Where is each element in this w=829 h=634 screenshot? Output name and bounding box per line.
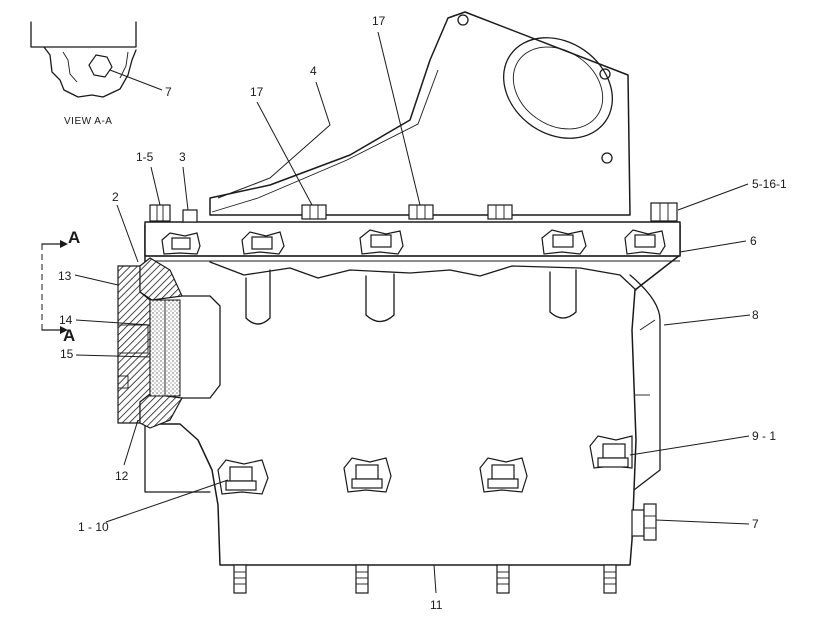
view-a-a-detail: [30, 21, 163, 98]
view-a-a-label: VIEW A-A: [64, 116, 112, 127]
callout-17-left: 17: [250, 85, 264, 99]
section-arrows: [41, 240, 68, 334]
callout-12: 12: [115, 469, 129, 483]
flange-hole: [599, 68, 611, 80]
top-flange: [144, 221, 681, 257]
arrow-head-top: [60, 240, 68, 248]
view-bolt-head: [88, 54, 113, 78]
callout-4: 4: [310, 64, 317, 78]
callout-3: 3: [179, 150, 186, 164]
runner: [549, 269, 577, 319]
stud: [496, 564, 510, 594]
callout-2: 2: [112, 190, 119, 204]
leader-lines: [74, 31, 751, 594]
runner: [365, 273, 395, 323]
callout-labels: 7 VIEW A-A 4 17 17 1-5 3 5-16-1 2 6 A 13…: [58, 14, 787, 612]
bolt-9-1: [589, 435, 633, 469]
exhaust-outlet: [209, 11, 631, 216]
callout-8: 8: [752, 308, 759, 322]
stud: [355, 564, 369, 594]
bolt-17-b: [408, 204, 434, 220]
arrow-head-bottom: [60, 326, 68, 334]
lower-bolt-b: [343, 457, 392, 493]
section-arrow-label-bottom: A: [63, 326, 75, 345]
callout-7-view: 7: [165, 85, 172, 99]
callout-6: 6: [750, 234, 757, 248]
bolt-17-a: [301, 204, 327, 220]
top-bolts: [149, 202, 678, 223]
bolt-top-c: [487, 204, 513, 220]
runner: [245, 269, 271, 325]
callout-1-5: 1-5: [136, 150, 154, 164]
lower-bolt-c: [479, 457, 528, 493]
callout-11: 11: [430, 598, 443, 612]
bolt-5-16-1: [650, 202, 678, 222]
flange-hole: [601, 152, 613, 164]
section-arrow-label-top: A: [68, 228, 80, 247]
callout-7: 7: [752, 517, 759, 531]
bolt-1-10: [217, 459, 269, 495]
callout-15: 15: [60, 347, 74, 361]
callout-9-1: 9 - 1: [752, 429, 776, 443]
callout-1-10: 1 - 10: [78, 520, 109, 534]
flange-hole: [457, 14, 469, 26]
callout-14: 14: [59, 313, 73, 327]
stud: [233, 564, 247, 594]
section-view: [117, 257, 221, 429]
manifold-body: [144, 221, 681, 566]
outlet-port: [503, 37, 613, 139]
studs-11: [233, 564, 617, 594]
callout-5-16-1: 5-16-1: [752, 177, 787, 191]
callout-17-top: 17: [372, 14, 386, 28]
stud: [603, 564, 617, 594]
lower-bolts: [217, 435, 633, 495]
side-boss: [629, 274, 661, 491]
bolt-1-5: [149, 204, 171, 222]
plug-7: [631, 503, 657, 541]
callout-13: 13: [58, 269, 72, 283]
flange-pockets: [161, 229, 666, 255]
spacer-3: [182, 209, 198, 223]
